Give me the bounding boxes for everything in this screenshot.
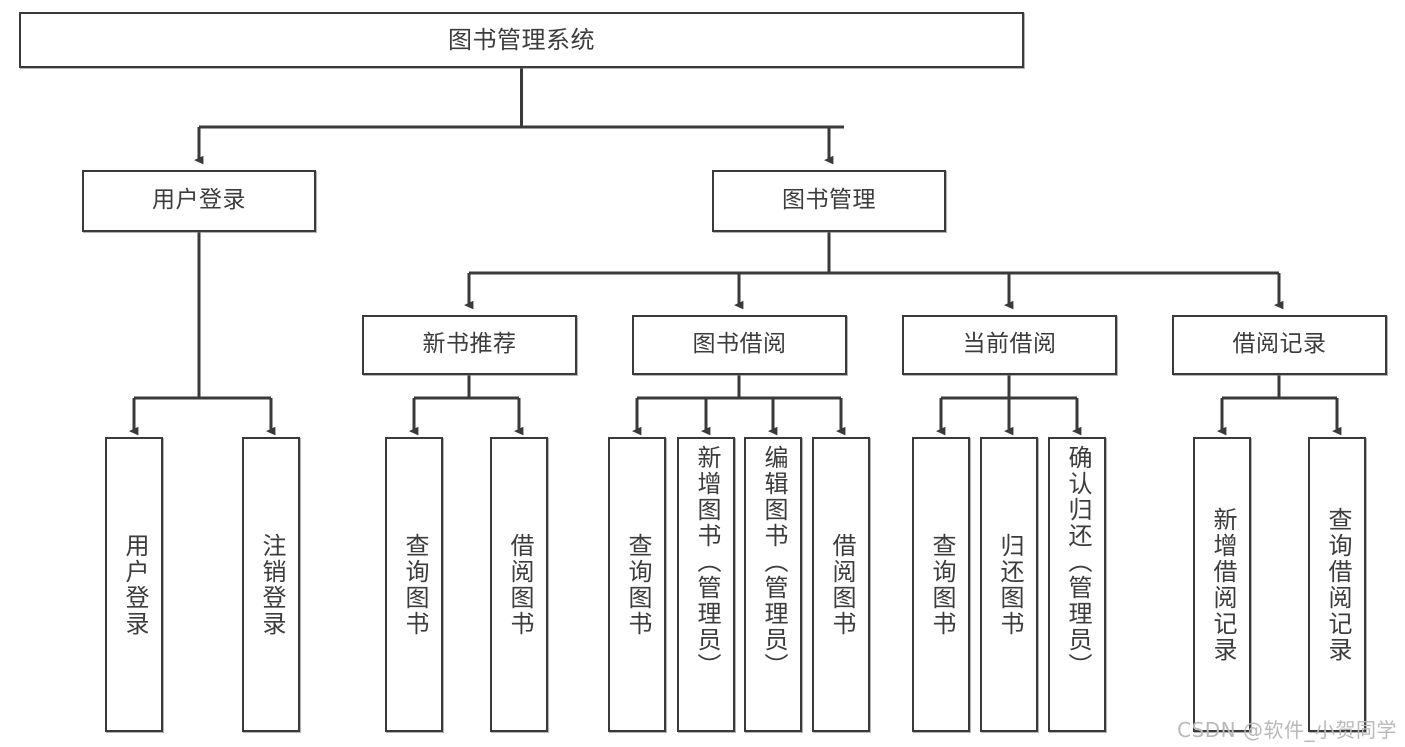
- node-label: 当前借阅: [962, 331, 1057, 358]
- node-label: 借阅图书: [505, 532, 534, 637]
- leaf-add-book-admin[interactable]: 新增图书（管理员）: [677, 437, 735, 732]
- node-label: 用户登录: [120, 532, 149, 637]
- leaf-confirm-return-admin[interactable]: 确认归还（管理员）: [1048, 437, 1106, 732]
- leaf-user-login[interactable]: 用户登录: [105, 437, 163, 732]
- node-label: 图书管理: [782, 187, 876, 214]
- node-book-management[interactable]: 图书管理: [712, 170, 946, 232]
- leaf-query-book-current[interactable]: 查询图书: [912, 437, 970, 732]
- leaf-add-borrow-record[interactable]: 新增借阅记录: [1193, 437, 1251, 732]
- node-label: 借阅图书: [827, 532, 856, 637]
- node-book-borrow[interactable]: 图书借阅: [632, 315, 847, 375]
- node-label: 查询图书: [623, 532, 652, 637]
- leaf-edit-book-admin[interactable]: 编辑图书（管理员）: [744, 437, 802, 732]
- node-label: 注销登录: [257, 532, 286, 637]
- node-root-system[interactable]: 图书管理系统: [19, 12, 1024, 68]
- node-label: 确认归还（管理员）: [1063, 445, 1092, 679]
- node-new-book-recommend[interactable]: 新书推荐: [362, 315, 577, 375]
- leaf-borrow-book-newbook[interactable]: 借阅图书: [490, 437, 548, 732]
- leaf-query-borrow-record[interactable]: 查询借阅记录: [1308, 437, 1366, 732]
- node-label: 编辑图书（管理员）: [759, 445, 788, 679]
- node-label: 图书借阅: [692, 331, 787, 358]
- node-label: 查询图书: [927, 532, 956, 637]
- leaf-borrow-book[interactable]: 借阅图书: [812, 437, 870, 732]
- node-label: 新增图书（管理员）: [692, 445, 721, 679]
- leaf-query-book-borrow[interactable]: 查询图书: [608, 437, 666, 732]
- node-user-login[interactable]: 用户登录: [82, 170, 316, 232]
- node-label: 用户登录: [152, 187, 246, 214]
- node-label: 归还图书: [995, 532, 1024, 637]
- leaf-logout[interactable]: 注销登录: [242, 437, 300, 732]
- node-label: 新书推荐: [422, 331, 517, 358]
- leaf-return-book[interactable]: 归还图书: [980, 437, 1038, 732]
- node-label: 新增借阅记录: [1208, 506, 1237, 663]
- node-borrow-record[interactable]: 借阅记录: [1172, 315, 1387, 375]
- node-label: 查询借阅记录: [1323, 506, 1352, 663]
- node-label: 借阅记录: [1232, 331, 1327, 358]
- node-label: 图书管理系统: [448, 25, 595, 54]
- node-current-borrow[interactable]: 当前借阅: [902, 315, 1117, 375]
- leaf-query-book-newbook[interactable]: 查询图书: [385, 437, 443, 732]
- node-label: 查询图书: [400, 532, 429, 637]
- watermark-text: CSDN @软件_小贺同学: [1177, 718, 1397, 742]
